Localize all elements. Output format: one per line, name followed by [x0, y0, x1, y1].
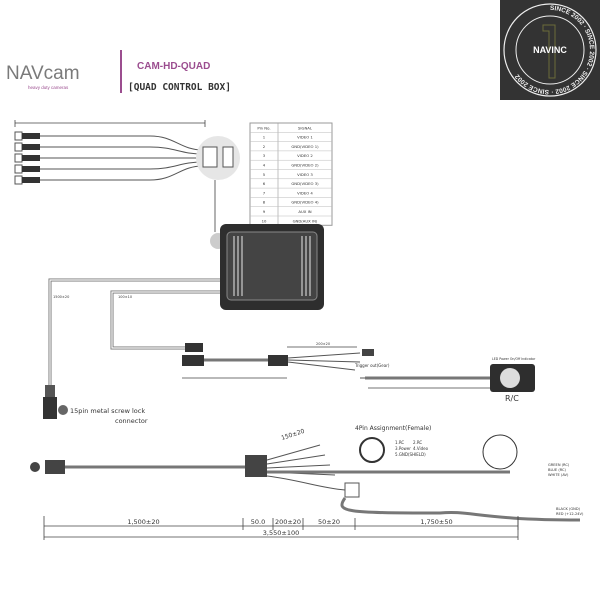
rca-harness [14, 120, 240, 232]
pin-table-cell: 2 [263, 144, 266, 149]
svg-text:100±10: 100±10 [118, 295, 132, 299]
navinc-badge: SINCE 2002 · SINCE 2002 · SINCE 2002 · S… [500, 0, 600, 100]
logo-brand: NAVcam [6, 63, 80, 84]
pin-assignment-item: 1.RC [395, 440, 404, 445]
wire-color-label: GREEN (RC) [548, 463, 570, 467]
pin-table-cell: 10 [262, 218, 267, 223]
wire-color-label: WHITE (AV) [548, 473, 569, 477]
harness-length-label: 150±20 [280, 428, 305, 442]
pin-assignment-item: 2.RC [413, 440, 422, 445]
navcam-logo: NAVcam heavy duty cameras [6, 63, 80, 90]
pin-table-cell: VIDEO 2 [297, 153, 313, 158]
dimension-label: 50±20 [318, 518, 340, 526]
pin-assignment-item: 4.Video [413, 446, 429, 451]
pin-table-cell: 1 [263, 135, 266, 140]
pin-assignment-title: 4Pin Assignment(Female) [355, 425, 431, 432]
total-length-label: 3,550±100 [263, 529, 299, 537]
dimension-label: 50.0 [251, 518, 265, 526]
rca-plug [14, 175, 23, 185]
led-indicator-label: LED Power On/Off Indicator [492, 357, 536, 361]
pin-table-cell: 6 [263, 181, 266, 186]
wire-color-label: BLACK (GND) [556, 507, 581, 511]
rca-plug [14, 131, 23, 141]
15pin-connector: 15pin metal screw lock connector [43, 385, 148, 425]
wire-color-label: BLUE (RC) [548, 468, 567, 472]
pin-table-cell: GND(VIDEO 3) [291, 181, 319, 186]
pin-table-cell: AUX IN [298, 209, 311, 214]
trigger-harness: 200±20 Trigger out(Gear) [182, 342, 490, 389]
pin-assignment-item: 3.Power [395, 446, 411, 451]
wire-color-label: RED (+12-24V) [556, 512, 584, 516]
pin-table-cell: 9 [263, 209, 266, 214]
logo-tagline: heavy duty cameras [28, 85, 69, 90]
connector-label-line2: connector [115, 417, 148, 425]
pin-table-cell: 7 [263, 190, 266, 195]
pin-table-cell: GND(AUX IN) [293, 218, 318, 223]
rca-plug [14, 142, 23, 152]
pin-table-cell: VIDEO 1 [297, 135, 313, 140]
camera-harness: 150±20 4Pin Assignment(Female) 1.RC 2.RC3… [30, 425, 584, 522]
dimension-label: 200±20 [275, 518, 301, 526]
pin-table-cell: GND(VIDEO 1) [291, 144, 319, 149]
model-title: CAM-HD-QUAD [137, 61, 210, 72]
remote-control: LED Power On/Off Indicator R/C [490, 357, 536, 403]
quad-control-box [210, 224, 324, 310]
pin-table-cell: GND(VIDEO 2) [291, 163, 319, 168]
trigger-out-label: Trigger out(Gear) [354, 363, 390, 368]
pin-table-cell: VIDEO 4 [297, 190, 313, 195]
rca-plug [14, 164, 23, 174]
rc-label: R/C [505, 394, 519, 403]
rca-plug [14, 153, 23, 163]
connector-label-line1: 15pin metal screw lock [70, 407, 145, 415]
pin-table-cell: 4 [263, 163, 266, 168]
svg-text:200±20: 200±20 [316, 342, 330, 346]
pin-table-cell: GND(VIDEO 4) [291, 200, 319, 205]
pin-table-header: SIGNAL [298, 126, 313, 131]
pin-table-cell: VIDEO 3 [297, 172, 313, 177]
svg-text:1500±20: 1500±20 [53, 295, 69, 299]
pin-table-cell: 3 [263, 153, 266, 158]
pin-assignment-item: 5.GND(SHIELD) [395, 452, 426, 457]
dimension-label: 1,750±50 [420, 518, 452, 526]
pin-table-header: Pin No. [257, 126, 270, 131]
pin-table-cell: 5 [263, 172, 266, 177]
dimension-label: 1,500±20 [127, 518, 159, 526]
model-subtitle: [QUAD CONTROL BOX] [128, 82, 231, 93]
pin-table-cell: 8 [263, 200, 266, 205]
badge-center-text: NAVINC [533, 45, 567, 55]
dimension-lines: 1,500±20 50.0 200±20 50±20 1,750±50 3,550±100 [43, 516, 519, 540]
